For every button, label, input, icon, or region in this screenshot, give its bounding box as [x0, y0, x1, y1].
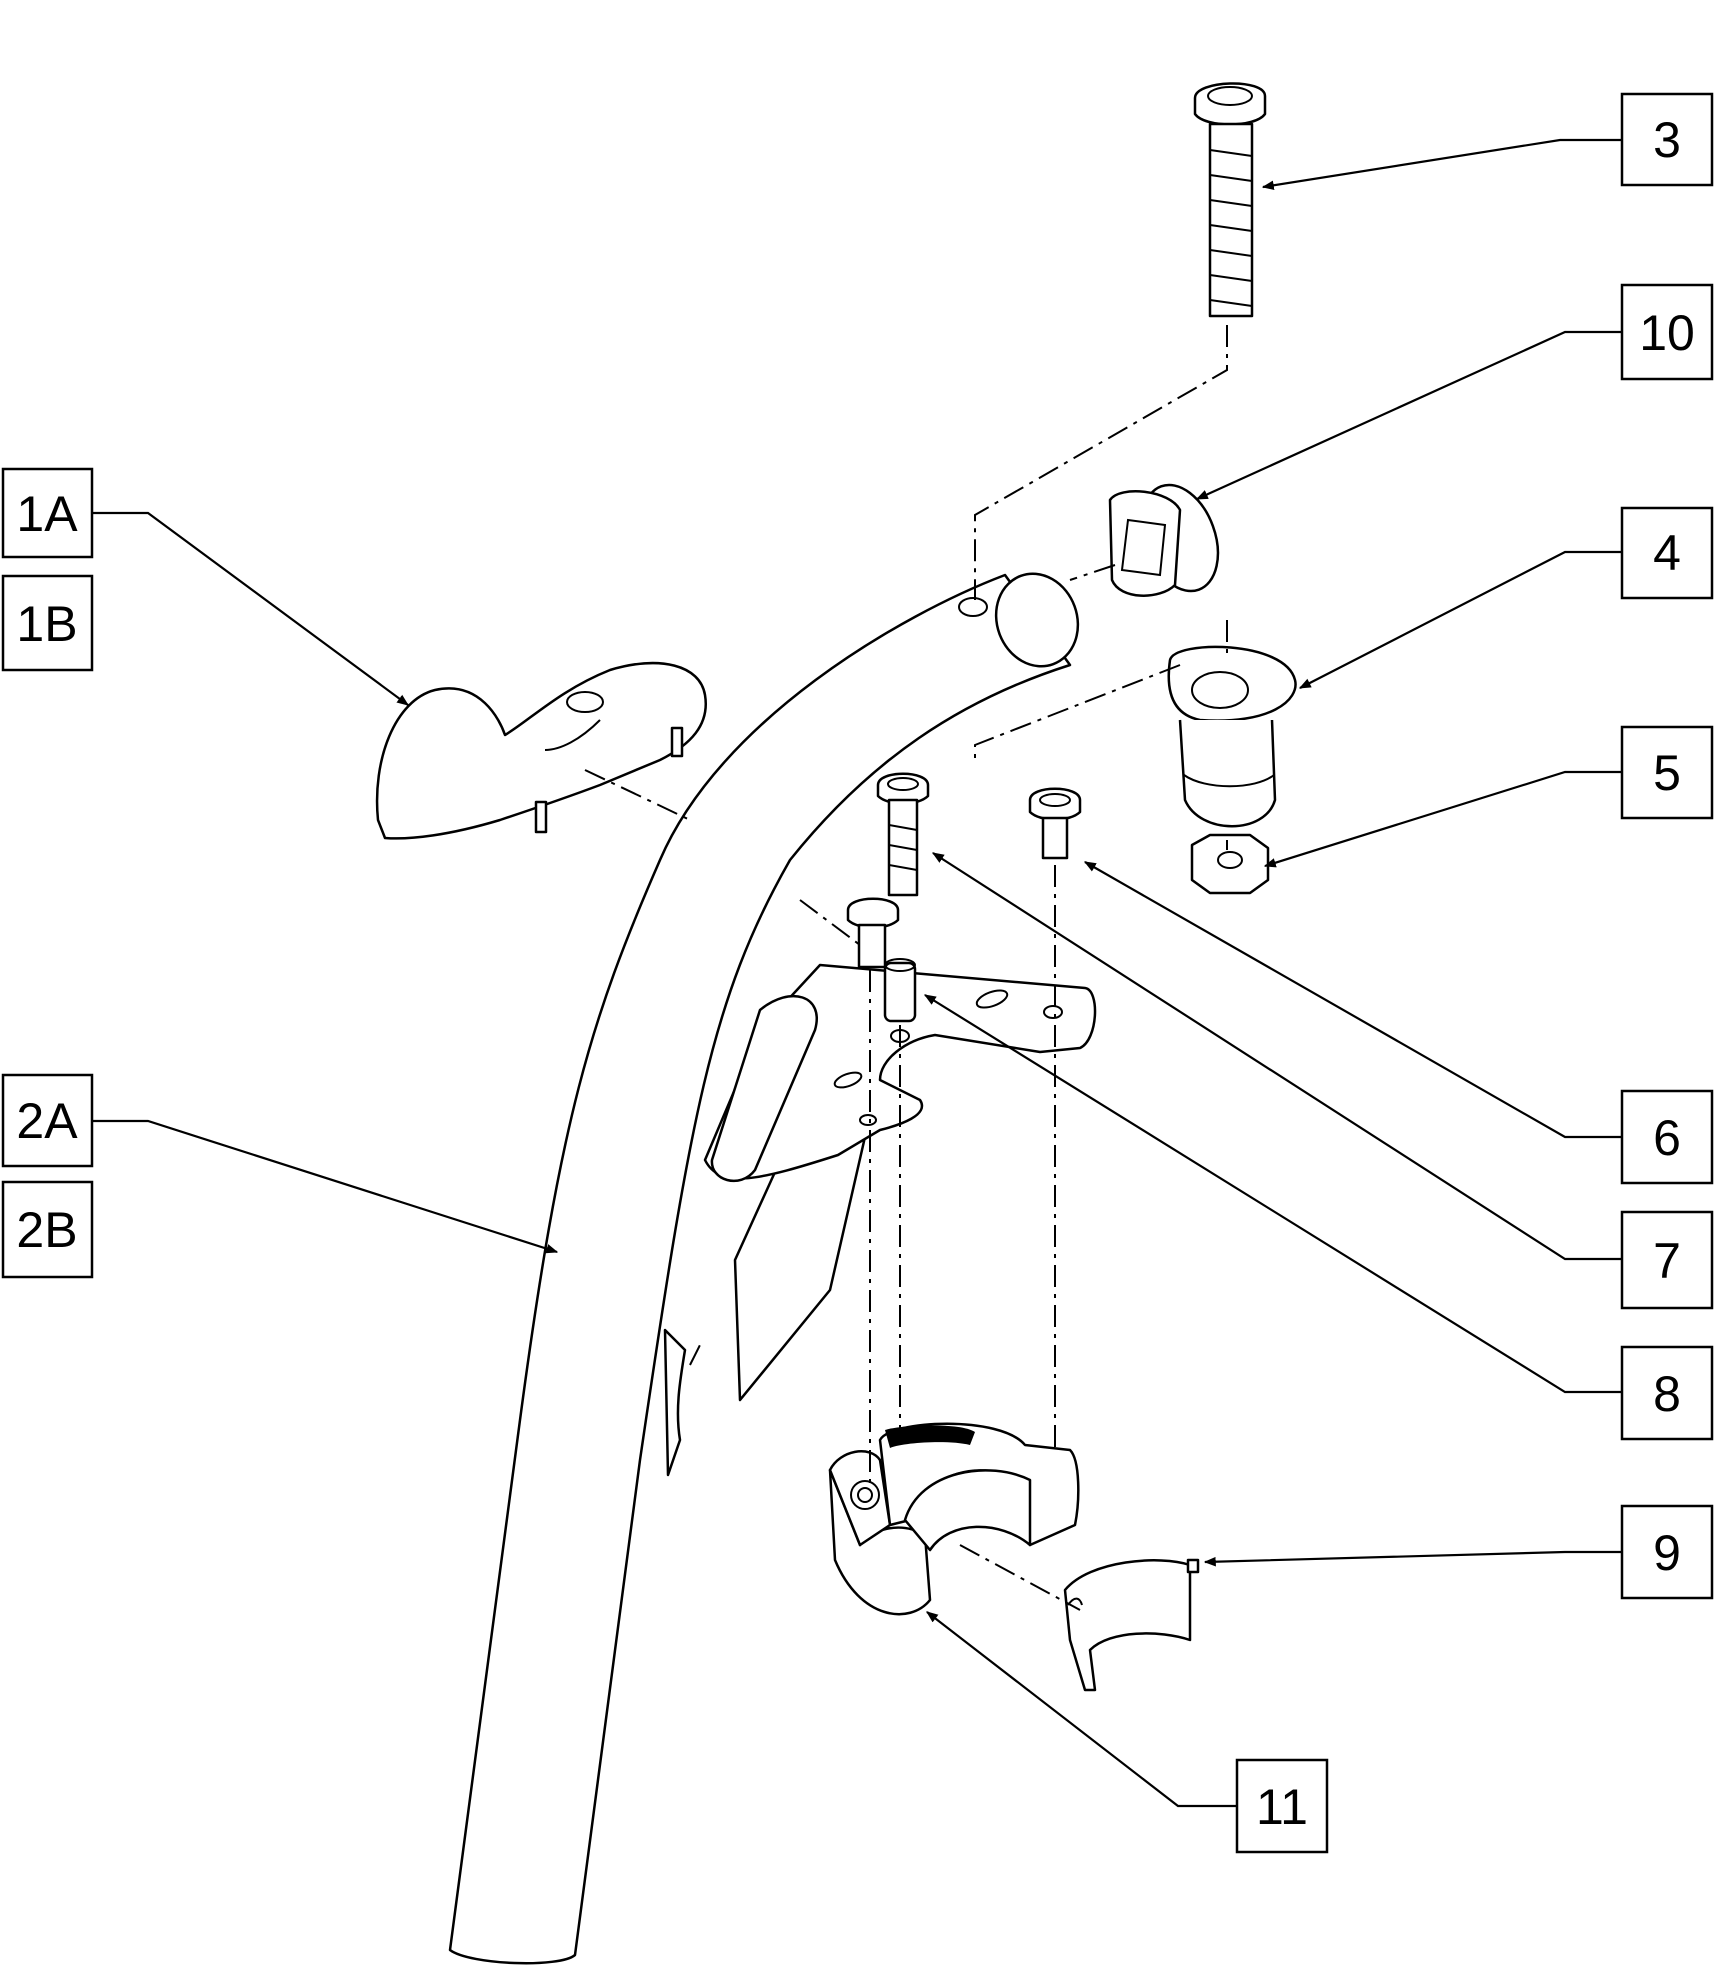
callout-3-label: 3 [1653, 112, 1681, 168]
callout-5: 5 [1620, 725, 1714, 820]
callout-1a: 1A [1, 467, 94, 559]
callout-6: 6 [1620, 1089, 1714, 1185]
callout-1b-label: 1B [16, 596, 77, 652]
callout-8-label: 8 [1653, 1366, 1681, 1422]
callout-4-label: 4 [1653, 525, 1681, 581]
callout-6-label: 6 [1653, 1110, 1681, 1166]
callout-7: 7 [1620, 1210, 1714, 1310]
clamp [828, 1422, 1080, 1616]
callout-10-label: 10 [1639, 305, 1695, 361]
callout-2b-label: 2B [16, 1202, 77, 1258]
bushing [1167, 645, 1297, 828]
callout-9-label: 9 [1653, 1525, 1681, 1581]
assembly-lines [584, 325, 1228, 1611]
callout-8: 8 [1620, 1345, 1714, 1441]
long-screw [1193, 82, 1267, 318]
callout-9: 9 [1620, 1504, 1714, 1600]
medium-screw [876, 772, 930, 897]
callout-2a-label: 2A [16, 1093, 78, 1149]
handle-grip [375, 661, 708, 840]
end-cap [1108, 483, 1220, 597]
short-screw [1028, 787, 1082, 860]
callout-2a: 2A [1, 1073, 94, 1168]
callout-4: 4 [1620, 506, 1714, 600]
spacer-and-screw [846, 897, 917, 1023]
callout-1a-label: 1A [16, 486, 78, 542]
callout-11-label: 11 [1256, 1779, 1308, 1835]
frame-tube [448, 572, 1097, 1965]
callout-3: 3 [1620, 92, 1714, 187]
callout-2b: 2B [1, 1180, 94, 1279]
callout-11: 11 [1235, 1758, 1329, 1854]
callout-1b: 1B [1, 574, 94, 672]
callout-10: 10 [1620, 283, 1714, 381]
clamp-half [1063, 1558, 1200, 1692]
hex-nut [1190, 833, 1270, 895]
leader-lines [92, 138, 1622, 1808]
callout-7-label: 7 [1653, 1233, 1681, 1289]
callout-5-label: 5 [1653, 745, 1681, 801]
